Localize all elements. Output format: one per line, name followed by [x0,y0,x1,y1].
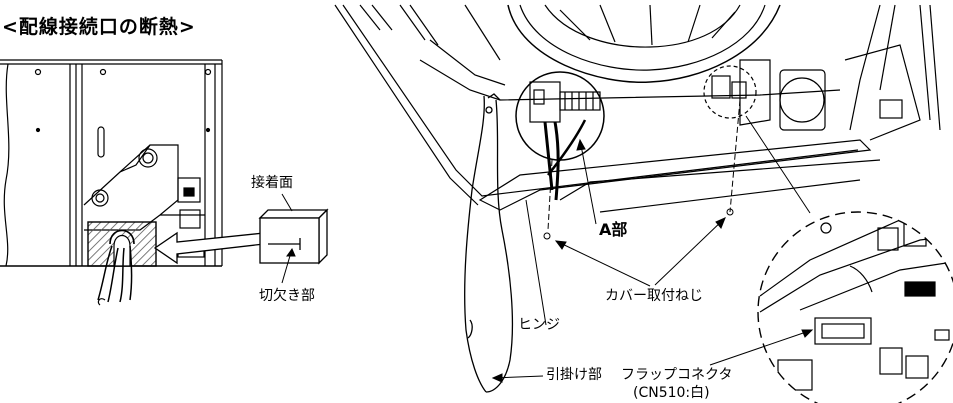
label-connector-code: (CN510:白) [633,385,710,401]
detail-magnified [757,211,953,403]
hinge-strip [464,93,514,393]
leader-lines-left [281,193,296,284]
figure-title: <配線接続口の断熱> [2,16,196,38]
label-cover-screw: カバー取付ねじ [605,288,703,304]
insulation-arrow [153,231,265,265]
indoor-unit-drawing [334,4,941,213]
leader-lines-right [491,115,814,383]
detail-circle-a [515,71,605,201]
label-adhesive-surface: 接着面 [251,175,293,191]
label-hinge: ヒンジ [518,317,560,333]
label-hook: 引掛け部 [546,367,602,383]
cover-screws [543,99,741,240]
connector-circle [703,65,757,119]
label-flap-connector: フラップコネクタ [621,367,733,383]
label-part-a: A部 [599,220,628,239]
label-notch: 切欠き部 [259,288,315,304]
inlet-unit-drawing [0,59,223,306]
